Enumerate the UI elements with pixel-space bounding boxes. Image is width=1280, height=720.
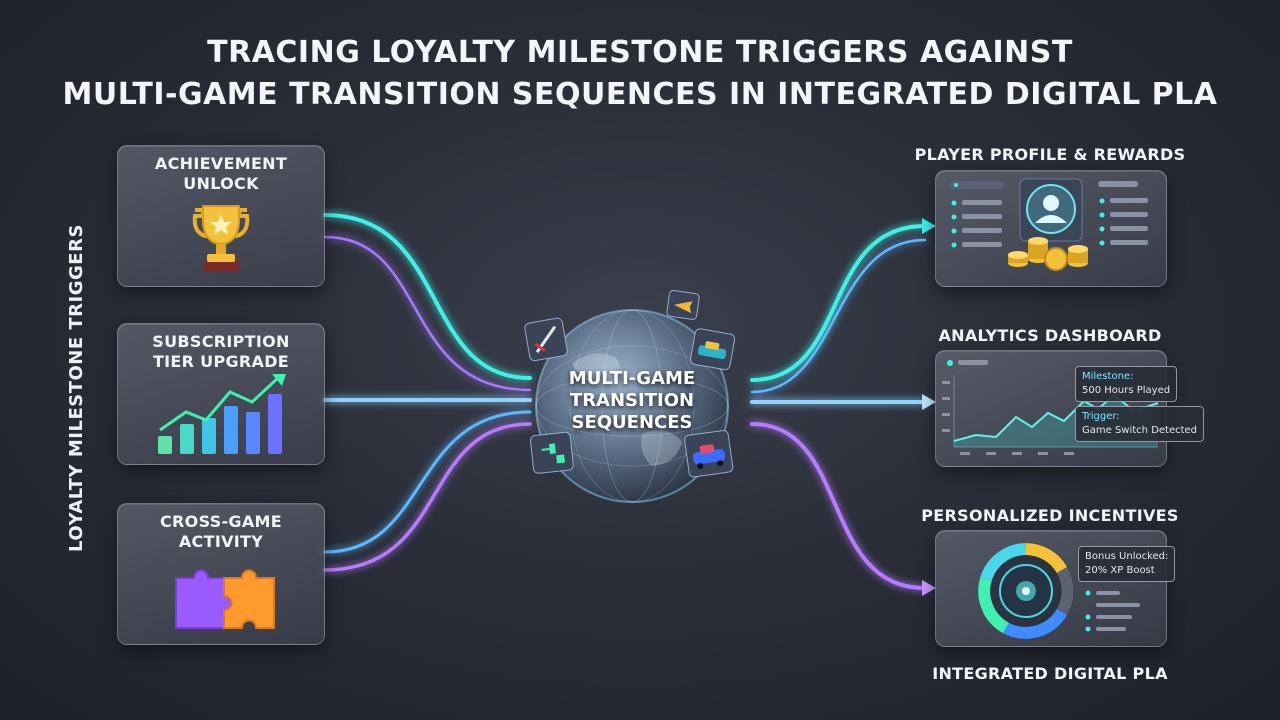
globe-hub <box>524 290 736 503</box>
title-line-1: TRACING LOYALTY MILESTONE TRIGGERS AGAIN… <box>207 35 1073 70</box>
game-tile-racecar <box>684 430 734 478</box>
line-to-profile-cyan <box>750 224 927 382</box>
line-crossgame-purple <box>323 422 532 572</box>
profile-card <box>935 170 1167 287</box>
profile-mockup <box>950 178 1148 271</box>
bonus-callout: Bonus Unlocked: 20% XP Boost <box>1078 546 1176 582</box>
trigger-callout: Trigger: Game Switch Detected <box>1075 406 1205 442</box>
line-to-incentives <box>750 422 927 590</box>
puzzle-icon <box>175 569 275 629</box>
footer-label: INTEGRATED DIGITAL PLA <box>932 664 1168 683</box>
incentives-mockup <box>978 543 1140 639</box>
diagram-title: TRACING LOYALTY MILESTONE TRIGGERS AGAIN… <box>0 32 1280 116</box>
arrow-analytics <box>922 394 936 410</box>
milestone-callout: Milestone: 500 Hours Played <box>1075 366 1178 402</box>
game-tile-plane <box>666 290 700 320</box>
arrow-profile <box>922 218 936 234</box>
incentives-label: PERSONALIZED INCENTIVES <box>921 506 1179 525</box>
game-tile-sword <box>524 317 568 362</box>
gold-coins-icon <box>1008 237 1088 271</box>
line-to-profile-blue <box>750 238 927 394</box>
incentives-card <box>935 530 1167 647</box>
bar-chart-icon <box>158 374 286 454</box>
analytics-label: ANALYTICS DASHBOARD <box>938 326 1162 345</box>
radial-gauge-icon <box>978 543 1074 639</box>
title-line-2: MULTI-GAME TRANSITION SEQUENCES IN INTEG… <box>62 77 1218 112</box>
line-achievement-cyan <box>323 213 532 380</box>
game-tile-car <box>690 328 736 371</box>
profile-label: PLAYER PROFILE & REWARDS <box>914 145 1186 164</box>
trophy-icon <box>192 205 250 272</box>
line-achievement-purple <box>323 235 532 392</box>
user-avatar-icon <box>1026 184 1076 234</box>
arrow-incentives <box>922 580 936 596</box>
line-crossgame-blue <box>323 410 532 554</box>
game-tile-controller <box>529 431 574 474</box>
